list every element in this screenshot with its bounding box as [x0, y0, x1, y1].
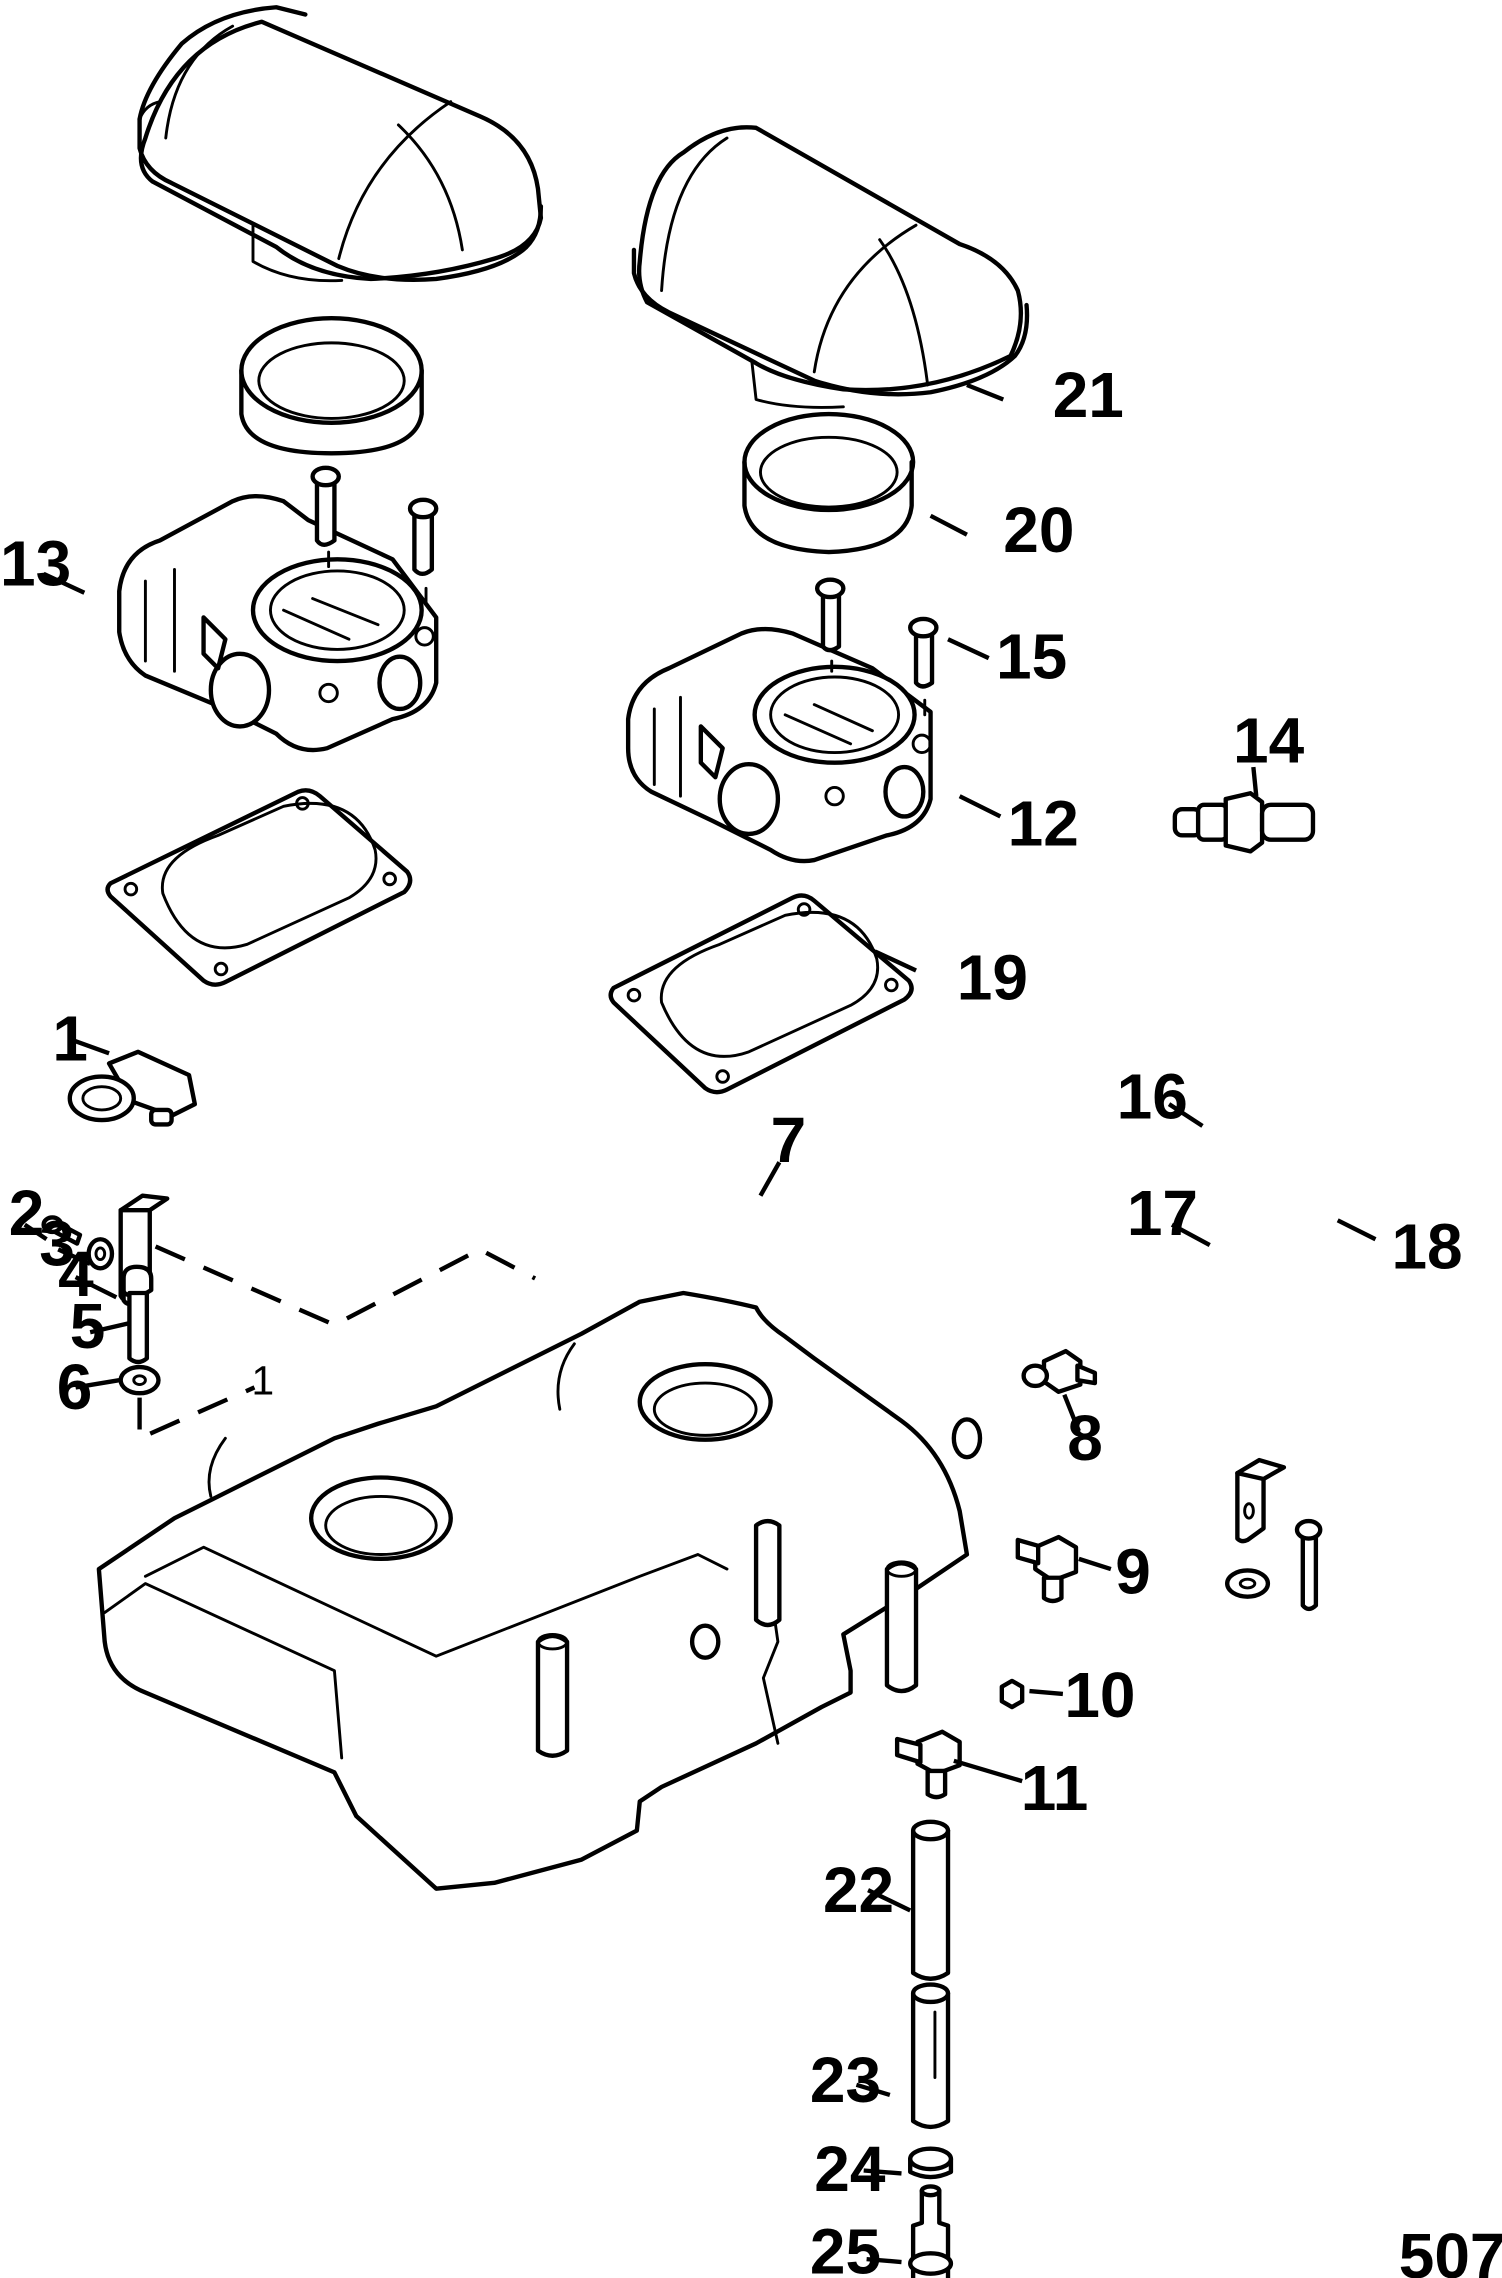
fittings — [894, 1348, 1098, 1800]
intake-plenum-7 — [96, 1290, 983, 1891]
flame-arrestor-21 — [631, 125, 1030, 409]
callout-18: 18 — [1391, 1210, 1462, 1282]
callout-12: 12 — [1008, 788, 1079, 860]
throttle-screws-left — [310, 465, 439, 605]
alignment-lines — [137, 1244, 537, 1442]
callout-3: 3 — [39, 1207, 75, 1279]
callout-7: 7 — [771, 1104, 807, 1176]
hardware-left — [41, 1193, 170, 1396]
sensor-1 — [67, 1049, 198, 1127]
callout-17: 17 — [1127, 1177, 1198, 1249]
callout-21: 21 — [1053, 359, 1124, 431]
callout-16: 16 — [1117, 1061, 1188, 1133]
temperature-sensor-14 — [1172, 791, 1316, 854]
callout-10: 10 — [1064, 1659, 1135, 1731]
reference-mark: 1 — [252, 1358, 275, 1404]
callout-15: 15 — [996, 620, 1067, 692]
callout-6: 6 — [57, 1351, 93, 1423]
callout-14: 14 — [1233, 705, 1305, 777]
callout-13: 13 — [0, 528, 71, 600]
throttle-body-13 — [117, 493, 439, 753]
callout-20: 20 — [1003, 494, 1074, 566]
callout-25: 25 — [810, 2216, 881, 2278]
callout-1: 1 — [52, 1003, 88, 1075]
adapter-ring-20 — [742, 411, 916, 555]
callout-24: 24 — [814, 2133, 886, 2205]
callout-8: 8 — [1067, 1402, 1103, 1474]
figure-number: 50734 — [1399, 2220, 1502, 2278]
callout-9: 9 — [1115, 1536, 1151, 1608]
callout-2: 2 — [9, 1177, 45, 1249]
callout-4: 4 — [58, 1238, 94, 1310]
pcv-assembly — [908, 1819, 954, 2278]
flame-arrestor-left — [137, 5, 544, 283]
callout-11: 11 — [1021, 1752, 1089, 1824]
throttle-body-12 — [625, 626, 933, 864]
callout-22: 22 — [823, 1854, 894, 1926]
callout-5: 5 — [70, 1290, 106, 1362]
adapter-ring-left — [239, 315, 424, 456]
callouts: 1 2 3 4 5 6 7 8 9 10 11 12 13 14 15 16 1… — [0, 359, 1502, 2278]
throttle-screws-15 — [814, 577, 939, 717]
hardware-right — [1225, 1457, 1323, 1612]
callout-leaders — [23, 382, 1377, 2265]
gasket-19 — [608, 893, 914, 1095]
callout-23: 23 — [810, 2044, 881, 2116]
gasket-left — [105, 788, 413, 987]
callout-19: 19 — [957, 942, 1028, 1014]
